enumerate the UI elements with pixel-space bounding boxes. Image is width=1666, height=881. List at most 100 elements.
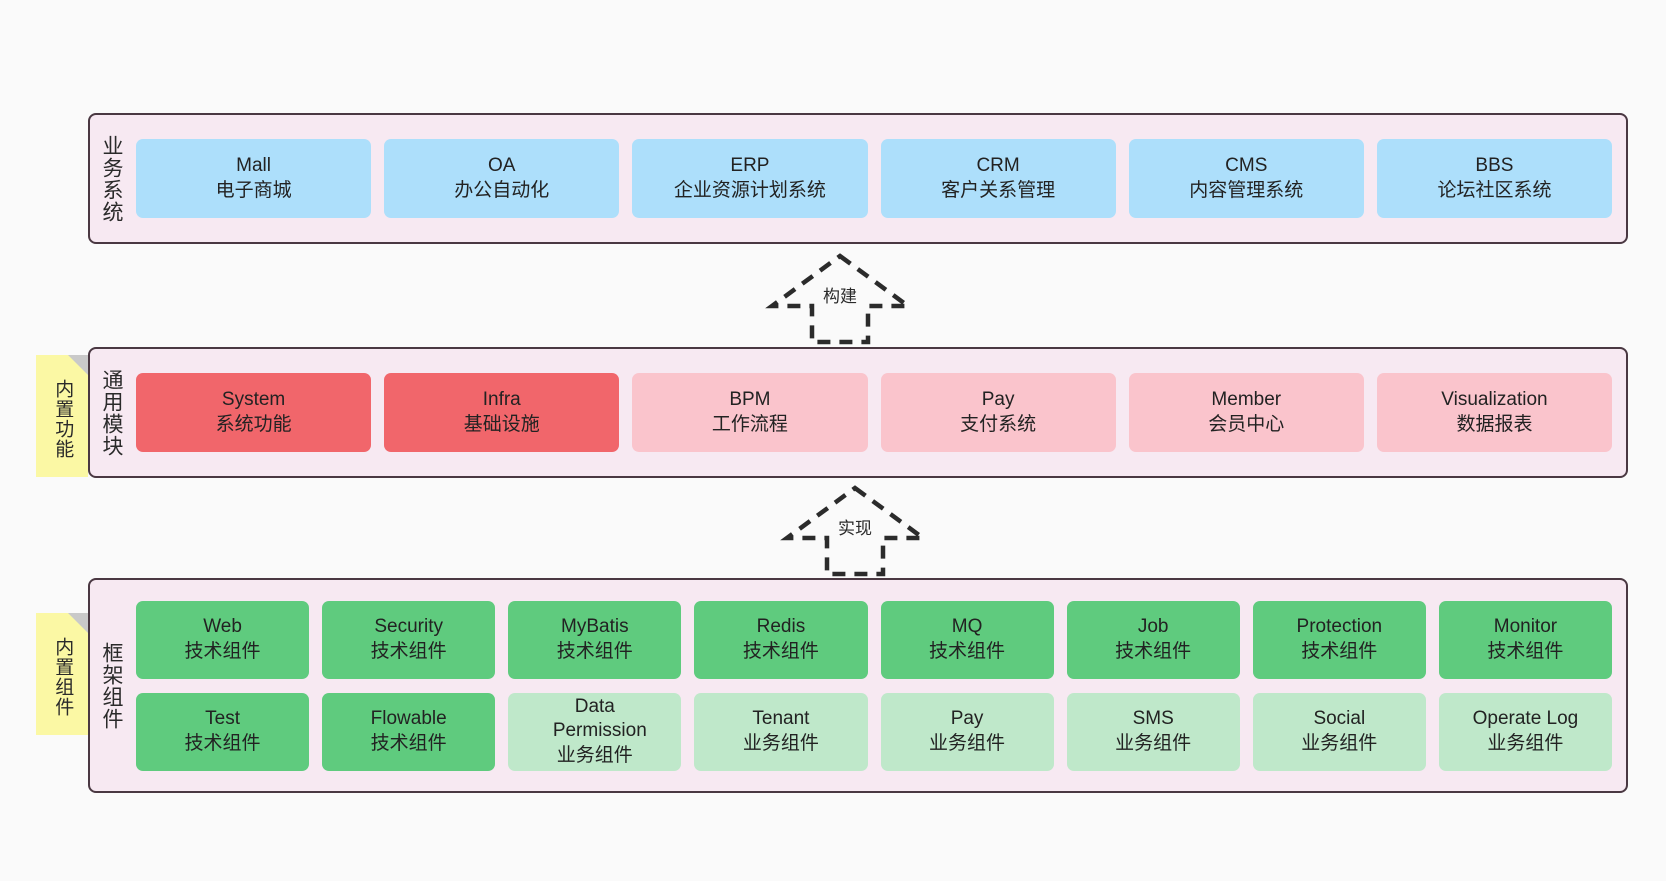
card-sms[interactable]: SMS 业务组件 (1066, 692, 1240, 771)
card-row: System 系统功能 Infra 基础设施 BPM 工作流程 Pay 支付系统… (136, 373, 1613, 452)
card-title-cn: 技术组件 (1115, 640, 1192, 662)
card-title-en: Monitor (1493, 616, 1558, 638)
card-member[interactable]: Member 会员中心 (1128, 373, 1364, 452)
card-title-cn: 技术组件 (184, 732, 261, 754)
card-mybatis[interactable]: MyBatis 技术组件 (508, 600, 682, 679)
card-title-cn: 会员中心 (1208, 413, 1285, 435)
card-infra[interactable]: Infra 基础设施 (384, 373, 620, 452)
layer-title-modules: 通用模块 (100, 368, 124, 457)
card-data-permission[interactable]: Data Permission 业务组件 (508, 692, 682, 771)
card-social[interactable]: Social 业务组件 (1252, 692, 1426, 771)
arrow-realize: 实现 (775, 482, 935, 577)
card-title-en: ERP (730, 155, 770, 177)
card-redis[interactable]: Redis 技术组件 (694, 600, 868, 679)
card-title-cn: 电子商城 (215, 179, 292, 201)
card-title-en: Operate Log (1472, 708, 1579, 730)
card-row: Web 技术组件 Security 技术组件 MyBatis 技术组件 Redi… (136, 600, 1612, 679)
card-title-cn: 系统功能 (215, 413, 292, 435)
card-operate-log[interactable]: Operate Log 业务组件 (1438, 692, 1612, 771)
sticky-note-label: 内置组件 (52, 637, 74, 717)
card-title-en: Security (374, 616, 443, 638)
arrow-label-realize: 实现 (838, 519, 872, 538)
card-title-en: SMS (1132, 708, 1174, 730)
sticky-note-builtin-components: 内置组件 (36, 613, 88, 735)
card-title-en: Mall (236, 155, 271, 177)
layer-business-systems: 业务系统 Mall 电子商城 OA 办公自动化 ERP 企业资源计划系统 CRM… (88, 113, 1628, 244)
card-bbs[interactable]: BBS 论坛社区系统 (1376, 139, 1613, 218)
card-title-cn: 工作流程 (711, 413, 788, 435)
card-row: Test 技术组件 Flowable 技术组件 Data Permission … (136, 692, 1612, 771)
card-title-en: MQ (951, 616, 983, 638)
dashed-hollow-arrow-up-icon (780, 485, 930, 577)
card-title-en: Member (1211, 389, 1282, 411)
card-test[interactable]: Test 技术组件 (136, 692, 310, 771)
card-title-cn: 数据报表 (1456, 413, 1533, 435)
card-cms[interactable]: CMS 内容管理系统 (1128, 139, 1364, 218)
layer-framework-components: 框架组件 Web 技术组件 Security 技术组件 MyBatis 技术组件… (88, 578, 1628, 793)
card-title-cn: 业务组件 (1487, 732, 1564, 754)
card-title-cn: 业务组件 (556, 744, 633, 766)
card-title-en: Tenant (752, 708, 810, 730)
sticky-note-label: 内置功能 (52, 379, 74, 459)
card-title-en: Protection (1296, 616, 1383, 638)
card-title-en: Pay (950, 708, 984, 730)
card-title-en: BPM (729, 389, 771, 411)
card-title-en: OA (488, 155, 516, 177)
layer-body-modules: System 系统功能 Infra 基础设施 BPM 工作流程 Pay 支付系统… (132, 349, 1626, 476)
card-title-en: Pay (981, 389, 1015, 411)
card-title-en: Test (205, 708, 240, 730)
layer-common-modules: 通用模块 System 系统功能 Infra 基础设施 BPM 工作流程 Pay… (88, 347, 1628, 478)
card-title-en: CRM (976, 155, 1020, 177)
card-mq[interactable]: MQ 技术组件 (880, 600, 1054, 679)
card-flowable[interactable]: Flowable 技术组件 (322, 692, 496, 771)
layer-title-business: 业务系统 (100, 134, 124, 223)
card-system[interactable]: System 系统功能 (136, 373, 372, 452)
arrow-build: 构建 (760, 250, 920, 345)
card-pay-module[interactable]: Pay 支付系统 (880, 373, 1116, 452)
card-title-en: Visualization (1441, 389, 1548, 411)
card-tenant[interactable]: Tenant 业务组件 (694, 692, 868, 771)
card-row: Mall 电子商城 OA 办公自动化 ERP 企业资源计划系统 CRM 客户关系… (136, 139, 1613, 218)
card-title-cn: 技术组件 (1487, 640, 1564, 662)
card-mall[interactable]: Mall 电子商城 (136, 139, 372, 218)
card-title-en: Social (1313, 708, 1366, 730)
card-title-cn: 办公自动化 (454, 179, 550, 201)
layer-body-business: Mall 电子商城 OA 办公自动化 ERP 企业资源计划系统 CRM 客户关系… (132, 115, 1626, 242)
card-job[interactable]: Job 技术组件 (1066, 600, 1240, 679)
card-title-cn: 业务组件 (1115, 732, 1192, 754)
card-title-en: MyBatis (561, 616, 629, 638)
card-web[interactable]: Web 技术组件 (136, 600, 310, 679)
card-title-cn: 内容管理系统 (1189, 179, 1304, 201)
card-crm[interactable]: CRM 客户关系管理 (880, 139, 1116, 218)
card-title-en: Job (1137, 616, 1169, 638)
card-title-cn: 技术组件 (929, 640, 1006, 662)
card-title-cn: 技术组件 (1301, 640, 1378, 662)
card-title-en: Infra (482, 389, 521, 411)
card-title-en: Web (203, 616, 242, 638)
card-monitor[interactable]: Monitor 技术组件 (1438, 600, 1612, 679)
card-title-cn: 技术组件 (742, 640, 819, 662)
card-title-cn: 论坛社区系统 (1437, 179, 1552, 201)
card-protection[interactable]: Protection 技术组件 (1252, 600, 1426, 679)
card-visualization[interactable]: Visualization 数据报表 (1376, 373, 1613, 452)
card-title-en: BBS (1475, 155, 1514, 177)
card-title-cn: 技术组件 (370, 732, 447, 754)
card-erp[interactable]: ERP 企业资源计划系统 (632, 139, 868, 218)
card-title-cn: 企业资源计划系统 (673, 179, 826, 201)
card-pay-component[interactable]: Pay 业务组件 (880, 692, 1054, 771)
card-title-cn: 技术组件 (370, 640, 447, 662)
card-bpm[interactable]: BPM 工作流程 (632, 373, 868, 452)
card-title-en: Redis (756, 616, 806, 638)
card-security[interactable]: Security 技术组件 (322, 600, 496, 679)
card-title-cn: 基础设施 (463, 413, 540, 435)
card-title-en: CMS (1225, 155, 1268, 177)
arrow-label-build: 构建 (823, 287, 857, 306)
card-title-cn: 业务组件 (742, 732, 819, 754)
card-title-cn: 业务组件 (929, 732, 1006, 754)
layer-title-framework: 框架组件 (100, 641, 124, 730)
card-title-cn: 技术组件 (184, 640, 261, 662)
card-title-cn: 支付系统 (960, 413, 1037, 435)
card-oa[interactable]: OA 办公自动化 (384, 139, 620, 218)
sticky-note-builtin-functions: 内置功能 (36, 355, 88, 477)
